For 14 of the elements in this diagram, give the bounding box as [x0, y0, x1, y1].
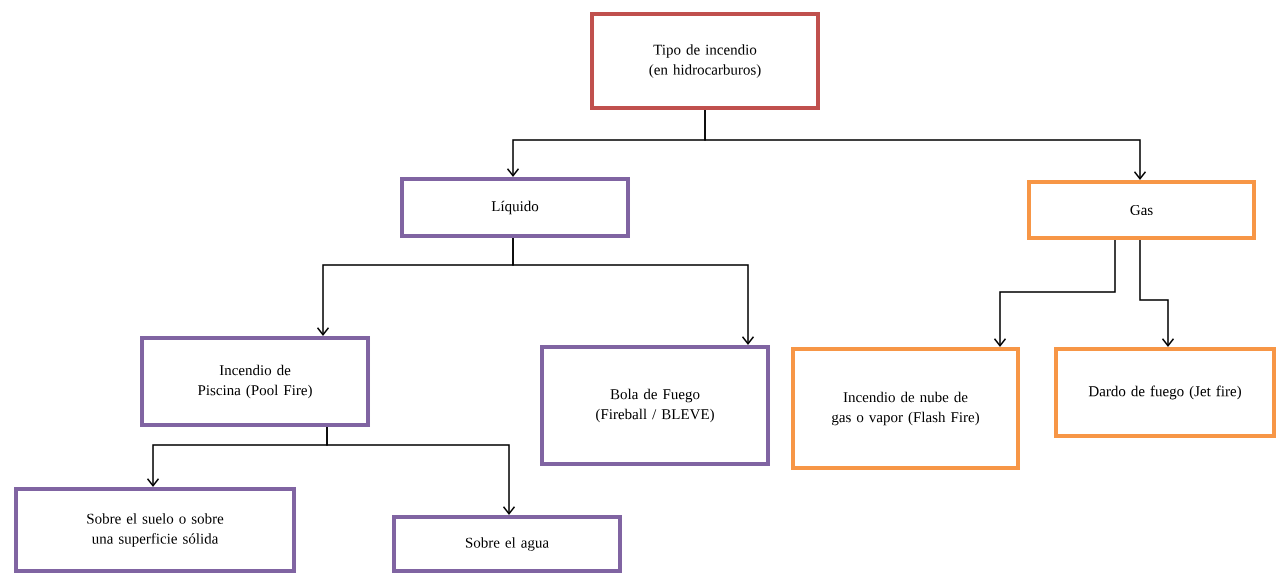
arrow [993, 239, 1116, 347]
category-box: Sobre el suelo o sobre una superficie sólida [14, 487, 296, 573]
category-box: Gas [1027, 180, 1256, 240]
arrow [326, 426, 516, 515]
category-box: Líquido [400, 177, 630, 238]
category-box: Incendio de nube de gas o vapor (Flash Fire) [791, 347, 1020, 470]
category-box: Incendio de Piscina (Pool Fire) [140, 336, 370, 427]
arrow [1139, 239, 1175, 347]
category-box: Bola de Fuego (Fireball / BLEVE) [540, 345, 770, 466]
arrow [512, 237, 755, 345]
arrow [704, 109, 1147, 180]
category-box: Tipo de incendio (en hidrocarburos) [590, 12, 820, 110]
category-box: Dardo de fuego (Jet fire) [1054, 347, 1276, 438]
category-box: Sobre el agua [392, 515, 622, 573]
